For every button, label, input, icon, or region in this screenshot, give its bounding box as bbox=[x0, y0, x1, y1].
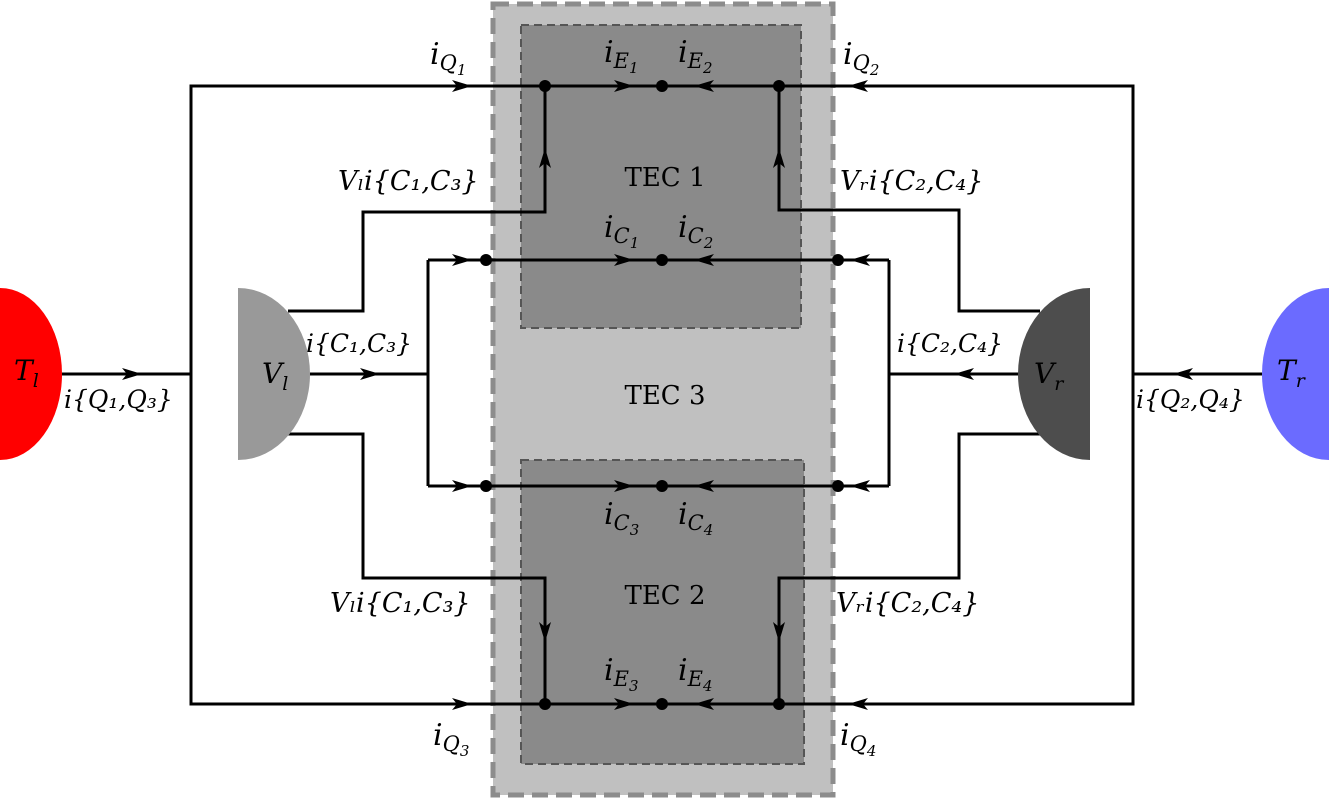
tec1-box bbox=[520, 24, 802, 329]
wire-right-outer bbox=[779, 84, 1135, 706]
wire-left-outer bbox=[189, 84, 545, 706]
ie3-label: iE3 bbox=[604, 653, 639, 695]
svg-text:iQ4: iQ4 bbox=[840, 718, 876, 760]
ic2-label: iC2 bbox=[678, 210, 713, 252]
junction-dot bbox=[832, 254, 844, 266]
junction-dot bbox=[656, 698, 668, 710]
tec3-title: TEC 3 bbox=[624, 381, 705, 411]
right-voltage-label: Vr bbox=[1034, 357, 1065, 395]
junction-dot bbox=[656, 254, 668, 266]
right-temperature-source bbox=[1262, 288, 1329, 460]
svg-text:iE4: iE4 bbox=[678, 653, 713, 695]
iq2-label: iQ2 bbox=[843, 37, 879, 79]
left-temperature-label: Tl bbox=[14, 354, 39, 392]
ie1-label: iE1 bbox=[604, 35, 639, 77]
junction-dots bbox=[480, 80, 844, 710]
vl-top-label: Vₗi{C₁,C₃} bbox=[338, 166, 479, 197]
ic24-label: i{C₂,C₄} bbox=[897, 329, 1003, 358]
ic3-label: iC3 bbox=[604, 497, 639, 539]
left-voltage-label: Vl bbox=[262, 357, 288, 395]
iq1-label: iQ1 bbox=[430, 37, 466, 79]
left-temperature-source bbox=[0, 288, 62, 460]
svg-text:iC1: iC1 bbox=[604, 210, 639, 252]
tec2-box bbox=[520, 459, 805, 765]
junction-dot bbox=[480, 480, 492, 492]
junction-dot bbox=[656, 80, 668, 92]
vr-top-label: Vᵣi{C₂,C₄} bbox=[840, 166, 983, 197]
vl-bottom-label: Vₗi{C₁,C₃} bbox=[330, 588, 471, 619]
svg-text:iC2: iC2 bbox=[678, 210, 713, 252]
iq3-label: iQ3 bbox=[433, 718, 469, 760]
right-temperature-label: Tr bbox=[1277, 354, 1307, 392]
junction-dot bbox=[773, 80, 785, 92]
junction-dot bbox=[539, 698, 551, 710]
iq4-label: iQ4 bbox=[840, 718, 876, 760]
junction-dot bbox=[539, 80, 551, 92]
junction-dot bbox=[773, 698, 785, 710]
svg-text:iC4: iC4 bbox=[678, 497, 713, 539]
ic4-label: iC4 bbox=[678, 497, 713, 539]
svg-text:iE1: iE1 bbox=[604, 35, 639, 77]
ie4-label: iE4 bbox=[678, 653, 713, 695]
svg-text:iE2: iE2 bbox=[678, 35, 713, 77]
svg-text:iQ1: iQ1 bbox=[430, 37, 466, 79]
svg-text:iC3: iC3 bbox=[604, 497, 639, 539]
junction-dot bbox=[832, 480, 844, 492]
vr-bottom-label: Vᵣi{C₂,C₄} bbox=[836, 588, 979, 619]
left-voltage-source bbox=[238, 288, 310, 460]
ic1-label: iC1 bbox=[604, 210, 639, 252]
iq24-label: i{Q₂,Q₄} bbox=[1136, 385, 1245, 414]
ic13-label: i{C₁,C₃} bbox=[306, 329, 412, 358]
svg-text:iQ3: iQ3 bbox=[433, 718, 469, 760]
ie2-label: iE2 bbox=[678, 35, 713, 77]
iq13-label: i{Q₁,Q₃} bbox=[64, 385, 173, 414]
junction-dot bbox=[656, 480, 668, 492]
svg-text:iQ2: iQ2 bbox=[843, 37, 879, 79]
junction-dot bbox=[480, 254, 492, 266]
right-voltage-source bbox=[1018, 288, 1090, 460]
tec1-title: TEC 1 bbox=[624, 163, 705, 193]
tec2-title: TEC 2 bbox=[624, 581, 705, 611]
svg-text:iE3: iE3 bbox=[604, 653, 639, 695]
